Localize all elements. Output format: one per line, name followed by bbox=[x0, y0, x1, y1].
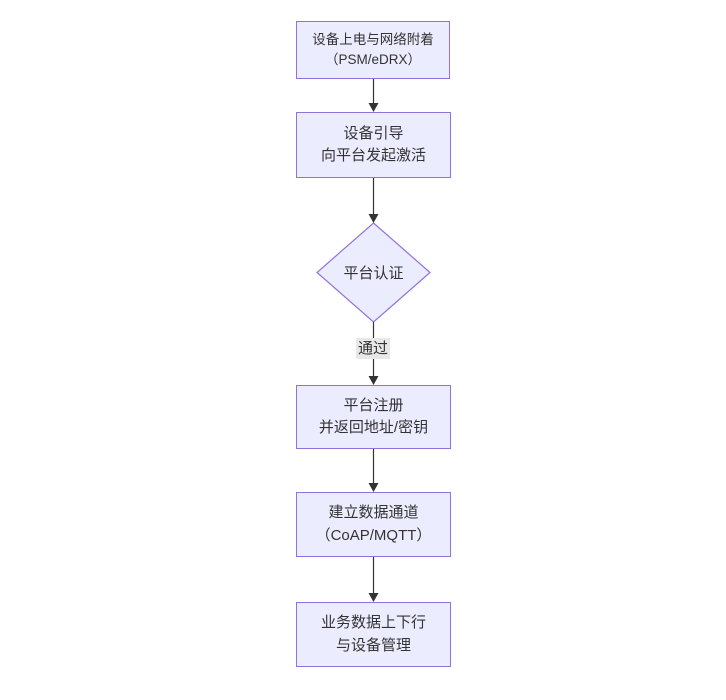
node-data-channel: 建立数据通道 （CoAP/MQTT） bbox=[296, 492, 451, 557]
arrowhead-icon bbox=[368, 376, 379, 385]
node-platform-register: 平台注册 并返回地址/密钥 bbox=[296, 385, 451, 449]
node-platform-auth: 平台认证 bbox=[317, 260, 430, 285]
arrowhead-icon bbox=[368, 103, 379, 112]
arrowhead-icon bbox=[368, 214, 379, 223]
node-device-power-attach: 设备上电与网络附着 （PSM/eDRX） bbox=[296, 21, 450, 79]
node-text-line: 与设备管理 bbox=[335, 636, 411, 654]
node-device-bootstrap: 设备引导 向平台发起激活 bbox=[296, 112, 451, 178]
node-text-line: 并返回地址/密钥 bbox=[318, 419, 429, 436]
arrowhead-icon bbox=[368, 593, 379, 602]
node-text-line: 平台注册 bbox=[343, 396, 404, 414]
node-text-line: 建立数据通道 bbox=[328, 504, 419, 522]
arrowhead-icon bbox=[368, 483, 379, 492]
node-text-line: 平台认证 bbox=[343, 265, 404, 282]
node-text-line: （CoAP/MQTT） bbox=[315, 526, 432, 544]
edge-label-pass: 通过 bbox=[356, 338, 391, 359]
node-text-line: 业务数据上下行 bbox=[320, 614, 426, 632]
node-text-line: 向平台发起激活 bbox=[320, 147, 426, 164]
node-text-line: 设备引导 bbox=[343, 124, 404, 142]
node-text-line: （PSM/eDRX） bbox=[324, 52, 422, 67]
node-business-data: 业务数据上下行 与设备管理 bbox=[296, 602, 451, 667]
node-text-line: 设备上电与网络附着 bbox=[312, 32, 434, 48]
